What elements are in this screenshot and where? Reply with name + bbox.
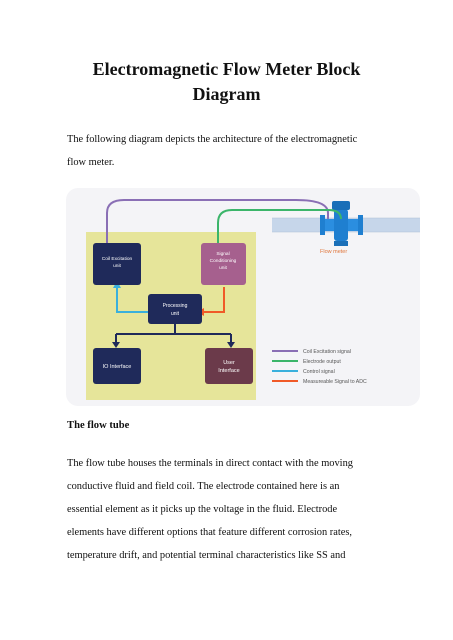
signal-conditioning-label-2: Conditioning: [210, 258, 237, 264]
coil-excitation-unit: Coil Excitation unit: [93, 243, 141, 285]
electrode-output-wire: [217, 209, 342, 248]
coil-excitation-wire: [106, 199, 329, 248]
body-line-5: temperature drift, and potential termina…: [67, 550, 346, 561]
flow-meter-block-diagram: Flow meter Coil Excitation unit Signal C…: [66, 188, 420, 406]
legend-label-control: Control signal: [303, 369, 335, 375]
processing-output-lines: [115, 324, 232, 343]
body-line-2: conductive fluid and field coil. The ele…: [67, 481, 340, 492]
processing-label-2: unit: [171, 311, 180, 317]
legend-label-coil: Coil Excitation signal: [303, 349, 351, 355]
flow-meter-icon: [320, 201, 363, 246]
processing-unit: Processing unit: [148, 294, 202, 324]
user-interface-label-2: Interface: [218, 368, 239, 374]
legend-label-electrode: Electrode output: [303, 359, 341, 365]
signal-conditioning-unit: Signal Conditioning unit: [201, 243, 246, 285]
io-interface-block: IO Interface: [93, 348, 141, 384]
coil-excitation-label-1: Coil Excitation: [102, 256, 133, 262]
signal-conditioning-label-1: Signal: [216, 251, 229, 257]
flow-meter-label: Flow meter: [320, 249, 347, 255]
diagram-legend: Coil Excitation signal Electrode output …: [272, 349, 367, 385]
user-interface-label-1: User: [223, 360, 235, 366]
user-interface-block: User Interface: [205, 348, 253, 384]
page-title: Electromagnetic Flow Meter Block Diagram: [92, 59, 361, 104]
signal-conditioning-label-3: unit: [219, 265, 227, 271]
coil-excitation-label-2: unit: [113, 263, 121, 269]
body-line-4: elements have different options that fea…: [67, 527, 352, 538]
adc-signal-arrow: [203, 287, 225, 313]
processing-label-1: Processing: [163, 303, 188, 309]
intro-line-2: flow meter.: [67, 157, 115, 168]
body-line-3: essential element as it picks up the vol…: [67, 504, 338, 515]
section-heading: The flow tube: [67, 420, 130, 431]
io-interface-label: IO Interface: [103, 364, 132, 370]
legend-label-adc: Measureable Signal to ADC: [303, 379, 367, 385]
body-line-1: The flow tube houses the terminals in di…: [67, 458, 353, 469]
intro-line-1: The following diagram depicts the archit…: [67, 134, 358, 145]
control-signal-arrow: [116, 287, 148, 313]
